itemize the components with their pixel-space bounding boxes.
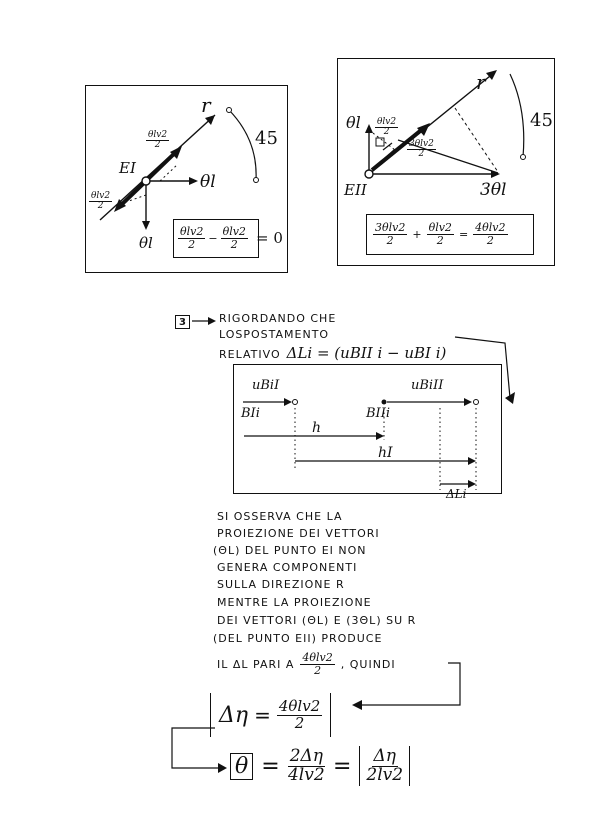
label-u-bi-right: uBiII [411,378,444,393]
label-h2: hI [378,445,393,461]
left-label-point: EI [119,159,136,177]
label-b-right: BIIi [366,406,390,421]
label-u-bi-left: uBiI [252,378,280,393]
paragraph-line-2: PROIEZIONE DEI VETTORI [217,527,380,540]
section-marker-box: 3 [175,315,190,329]
right-label-3theta-l: 3θl [480,180,507,200]
section-line-1: RIGORDANDO CHE [219,312,337,325]
paragraph-line-5: SULLA DIREZIONE r [217,578,345,591]
right-figure-frame [337,58,555,266]
left-label-frac-down: θlv2 2 [89,191,113,212]
right-label-point: EII [344,181,367,199]
left-label-theta-l-down: θl [139,234,153,252]
left-figure-frame [85,85,288,273]
right-label-angle: 45 [530,110,553,131]
paragraph-line-4: GENERA COMPONENTI [217,561,358,574]
paragraph-line-7: DEI VETTORI (θl) E (3θl) SU r [217,614,417,627]
label-delta: ΔLi [446,487,467,501]
left-label-angle: 45 [255,128,278,149]
displacement-diagram-frame [233,364,502,494]
paragraph-line-3: (θl) DEL PUNTO EI NON [213,544,367,557]
left-label-r: r [201,93,211,117]
left-label-theta-l-right: θl [200,172,216,192]
label-b-left: BIi [241,406,260,421]
right-label-frac-small: θlv2 2 [375,117,399,138]
section-line-3: RELATIVO ΔLi = (uBII i − uBI i) [219,344,447,362]
right-label-theta-l-up: θl [346,113,361,132]
paragraph-line-1: SI OSSERVA CHE LA [217,510,343,523]
label-h: h [312,420,322,436]
right-label-r: r [476,70,486,94]
left-label-frac-up: θlv2 2 [146,130,170,151]
right-label-frac-big: 3θlv2 2 [407,139,436,160]
section-line-2: LOSPOSTAMENTO [219,328,330,341]
paragraph-line-8: (DEL PUNTO EII) PRODUCE [213,632,383,645]
paragraph-line-6: MENTRE LA PROIEZIONE [217,596,372,609]
left-equation-result: = 0 [256,229,283,247]
section-marker: 3 [179,316,186,328]
